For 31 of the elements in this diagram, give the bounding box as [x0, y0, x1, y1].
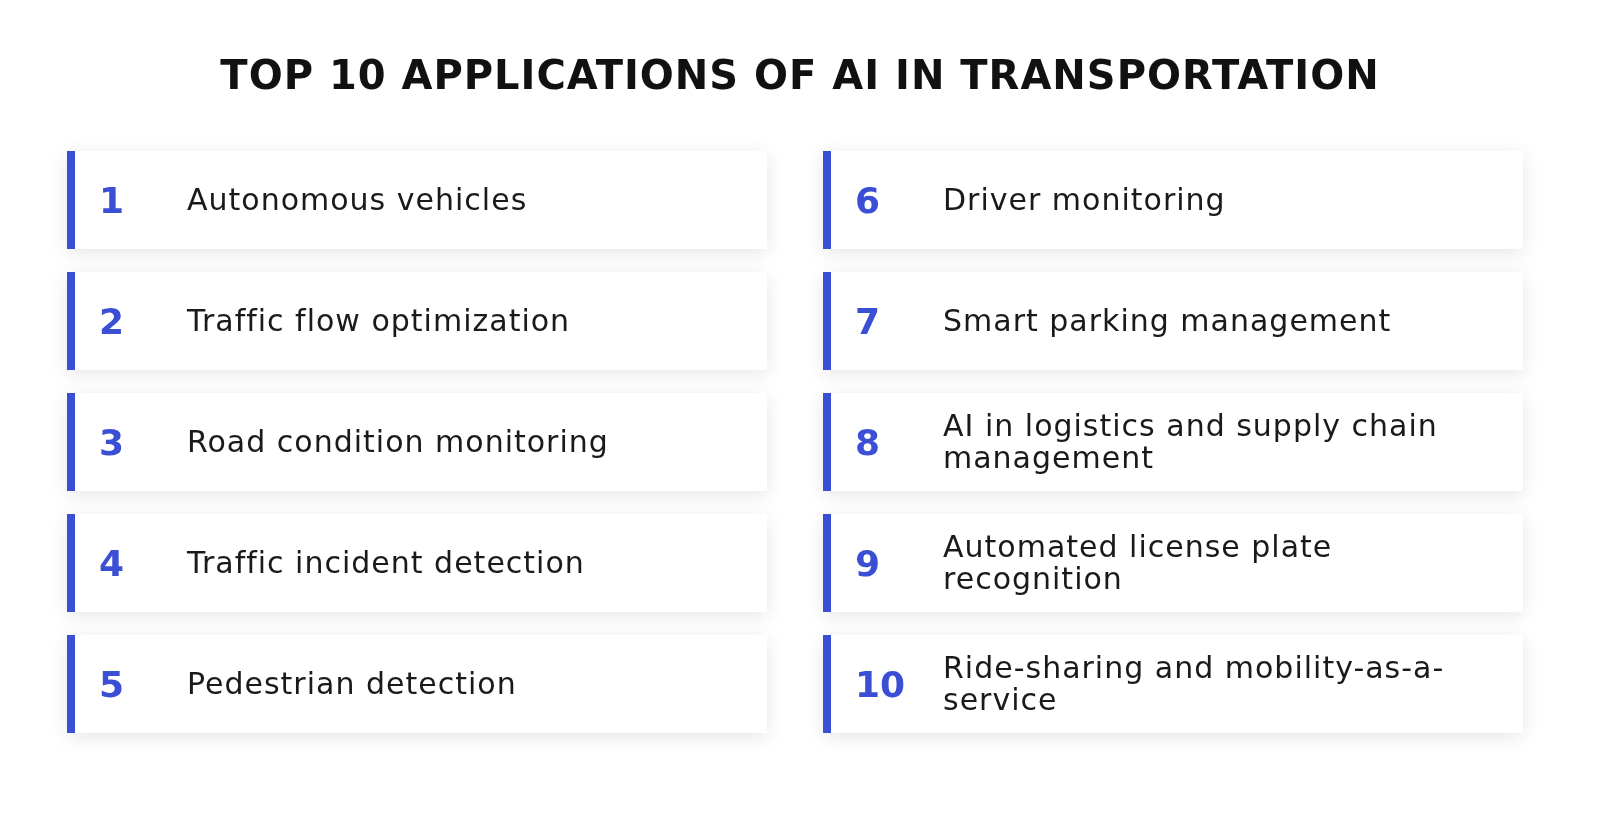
list-card [823, 635, 1523, 733]
rank-number: 6 [855, 179, 881, 221]
rank-number: 9 [855, 542, 881, 584]
application-name: Autonomous vehicles [187, 184, 529, 216]
list-card [823, 151, 1523, 249]
application-name: Pedestrian detection [187, 668, 518, 700]
rank-number: 7 [855, 300, 881, 342]
list-card [67, 393, 767, 491]
rank-number: 2 [99, 300, 125, 342]
application-name: Automated license plate recognition [943, 531, 1334, 595]
application-name: Smart parking management [943, 305, 1393, 337]
application-name: AI in logistics and supply chain management [943, 410, 1439, 474]
rank-number: 8 [855, 421, 881, 463]
rank-number: 5 [99, 663, 125, 705]
application-name: Road condition monitoring [187, 426, 610, 458]
list-card [67, 272, 767, 370]
list-card [823, 272, 1523, 370]
application-name: Ride-sharing and mobility-as-a-service [943, 652, 1446, 716]
application-name: Traffic flow optimization [187, 305, 572, 337]
list-card [67, 514, 767, 612]
list-card [823, 393, 1523, 491]
rank-number: 1 [99, 179, 125, 221]
title-heading: TOP 10 APPLICATIONS OF AI IN TRANSPORTATION [220, 52, 1380, 98]
list-card [67, 151, 767, 249]
rank-number: 3 [99, 421, 125, 463]
list-card [823, 514, 1523, 612]
rank-number: 10 [855, 663, 906, 705]
application-name: Traffic incident detection [187, 547, 586, 579]
rank-number: 4 [99, 542, 125, 584]
list-card [67, 635, 767, 733]
application-name: Driver monitoring [943, 184, 1227, 216]
